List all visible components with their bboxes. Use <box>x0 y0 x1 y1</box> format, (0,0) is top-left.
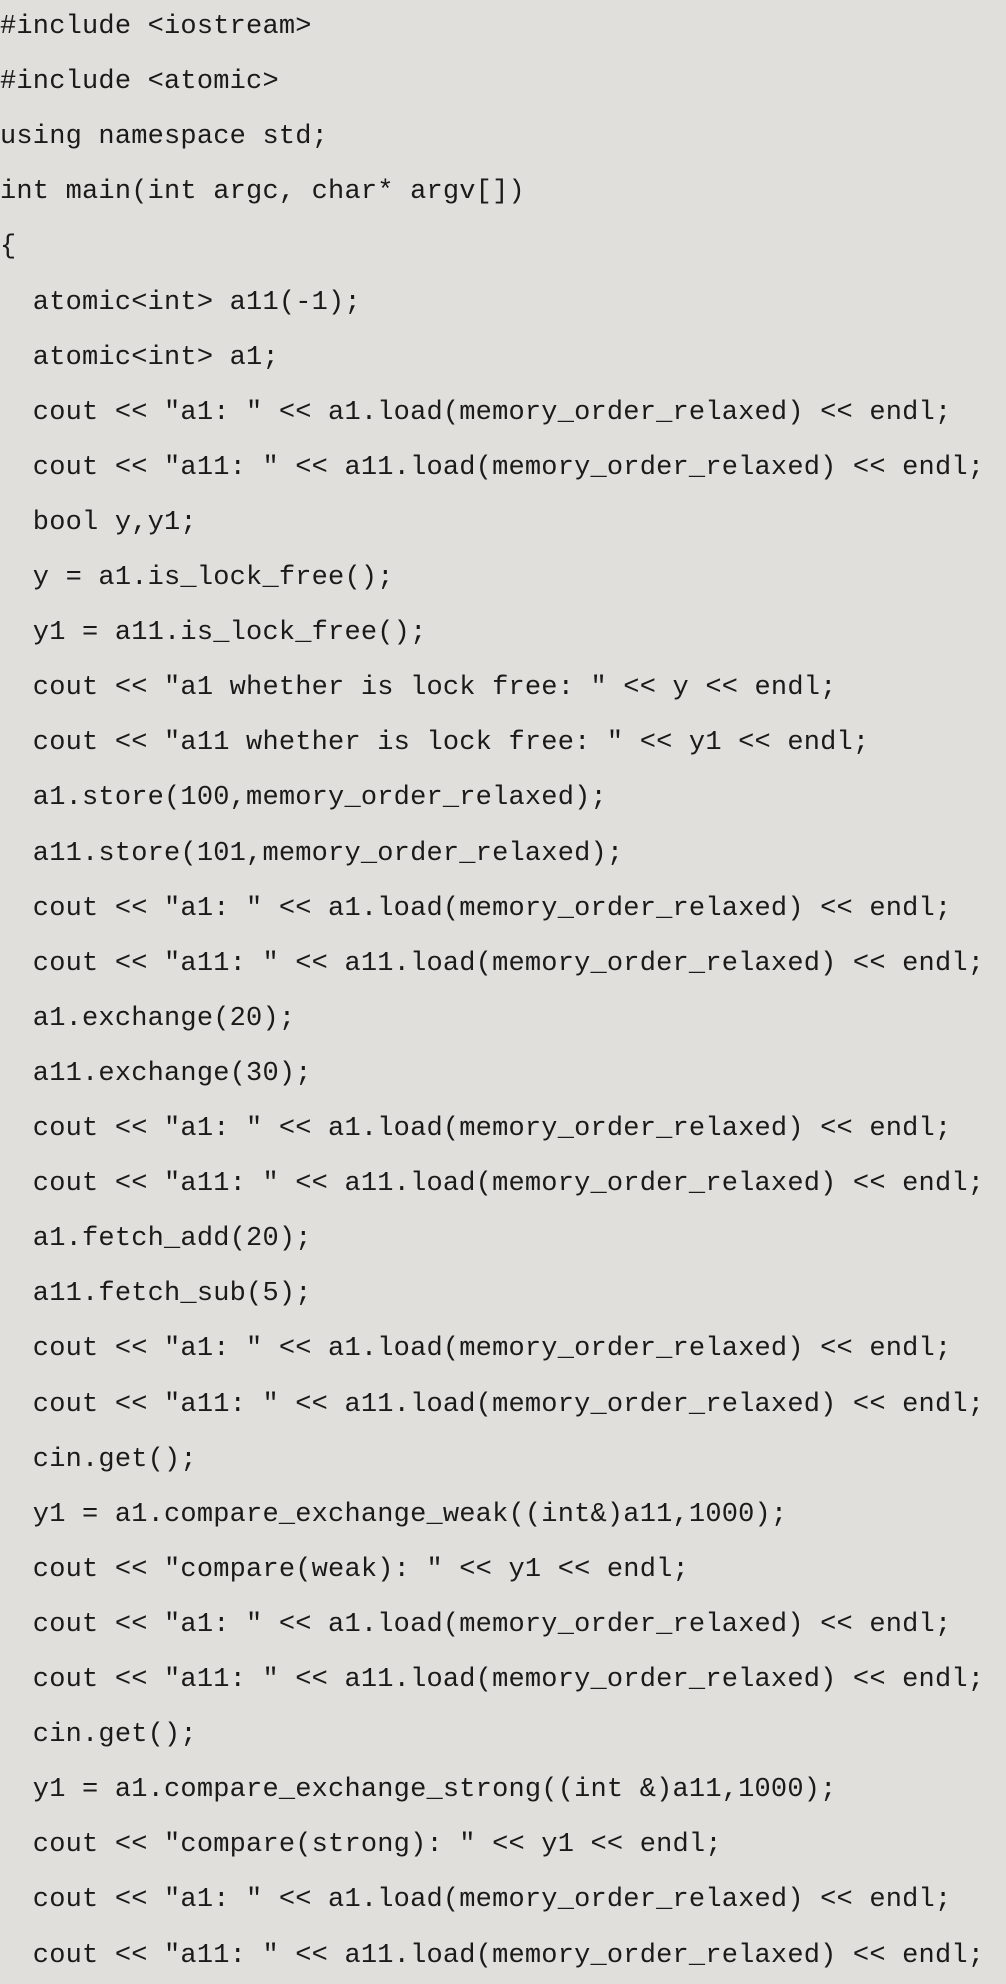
code-line: atomic<int> a1; <box>0 342 279 373</box>
code-line: cout << "a11: " << a11.load(memory_order… <box>0 1389 985 1420</box>
code-line: #include <iostream> <box>0 12 312 42</box>
code-line: a11.fetch_sub(5); <box>0 1279 312 1310</box>
code-line: cin.get(); <box>0 1720 197 1751</box>
code-line: cout << "compare(weak): " << y1 << endl; <box>0 1554 689 1585</box>
code-line: cout << "a1: " << a1.load(memory_order_r… <box>0 1114 952 1144</box>
code-line: y1 = a11.is_lock_free(); <box>0 618 427 649</box>
code-line: #include <atomic> <box>0 67 279 98</box>
code-line: y = a1.is_lock_free(); <box>0 563 394 593</box>
code-line: cout << "a11: " << a11.load(memory_order… <box>0 948 985 979</box>
code-line: cout << "compare(strong): " << y1 << end… <box>0 1830 722 1861</box>
code-line: cout << "a11 whether is lock free: " << … <box>0 728 870 759</box>
code-line: cout << "a1: " << a1.load(memory_order_r… <box>0 1334 952 1365</box>
code-line: cout << "a1: " << a1.load(memory_order_r… <box>0 1609 952 1640</box>
code-line: { <box>0 232 17 263</box>
code-line: using namespace std; <box>0 122 329 153</box>
code-line: y1 = a1.compare_exchange_weak((int&)a11,… <box>0 1499 788 1530</box>
code-line: cout << "a1: " << a1.load(memory_order_r… <box>0 893 952 924</box>
code-line: int main(int argc, char* argv[]) <box>0 177 525 208</box>
code-line: y1 = a1.compare_exchange_strong((int &)a… <box>0 1775 837 1806</box>
code-line: cout << "a1: " << a1.load(memory_order_r… <box>0 397 952 428</box>
code-line: cout << "a11: " << a11.load(memory_order… <box>0 1665 985 1695</box>
code-line: a1.fetch_add(20); <box>0 1224 312 1255</box>
code-line: cout << "a1: " << a1.load(memory_order_r… <box>0 1885 952 1916</box>
code-line: cout << "a11: " << a11.load(memory_order… <box>0 1940 985 1971</box>
code-line: cout << "a11: " << a11.load(memory_order… <box>0 452 985 483</box>
code-line: a1.store(100,memory_order_relaxed); <box>0 783 607 814</box>
code-line: cout << "a11: " << a11.load(memory_order… <box>0 1169 985 1200</box>
code-line: cin.get(); <box>0 1444 197 1475</box>
code-line: bool y,y1; <box>0 507 197 538</box>
code-line: cout << "a1 whether is lock free: " << y… <box>0 673 837 704</box>
code-line: a11.exchange(30); <box>0 1058 312 1089</box>
code-line: atomic<int> a11(-1); <box>0 287 361 318</box>
code-line: a11.store(101,memory_order_relaxed); <box>0 838 624 869</box>
code-line: a1.exchange(20); <box>0 1003 296 1034</box>
